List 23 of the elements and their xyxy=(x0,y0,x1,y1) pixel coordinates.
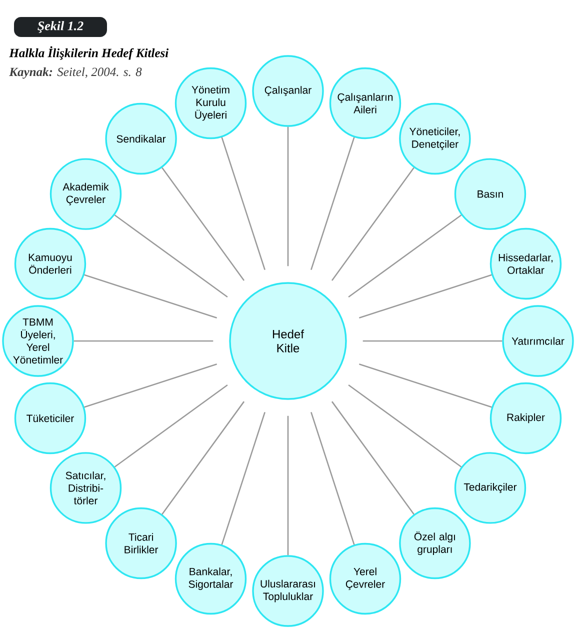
connector-line xyxy=(114,384,228,468)
connector-line xyxy=(348,384,462,468)
connector-line xyxy=(287,416,289,556)
connector-line xyxy=(358,364,492,408)
connector-line xyxy=(331,401,414,515)
connector-line xyxy=(74,340,214,342)
connector-line xyxy=(358,274,492,318)
connector-line xyxy=(310,412,355,545)
connector-line xyxy=(310,137,355,270)
connector-line xyxy=(84,364,217,408)
source-note: Kaynak: Seitel, 2004. s. 8 xyxy=(9,67,142,79)
connector-line xyxy=(162,167,245,281)
connector-line xyxy=(331,167,414,281)
connector-line xyxy=(114,214,228,298)
connector-line xyxy=(348,214,462,298)
connector-line xyxy=(287,126,289,266)
connector-line xyxy=(362,340,502,342)
figure-title: Halkla İlişkilerin Hedef Kitlesi xyxy=(9,46,169,60)
figure-number-badge: Şekil 1.2 xyxy=(14,17,107,37)
connector-line xyxy=(84,274,217,318)
connector-line xyxy=(221,412,266,545)
connector-line xyxy=(162,401,245,515)
connector-line xyxy=(221,137,266,270)
